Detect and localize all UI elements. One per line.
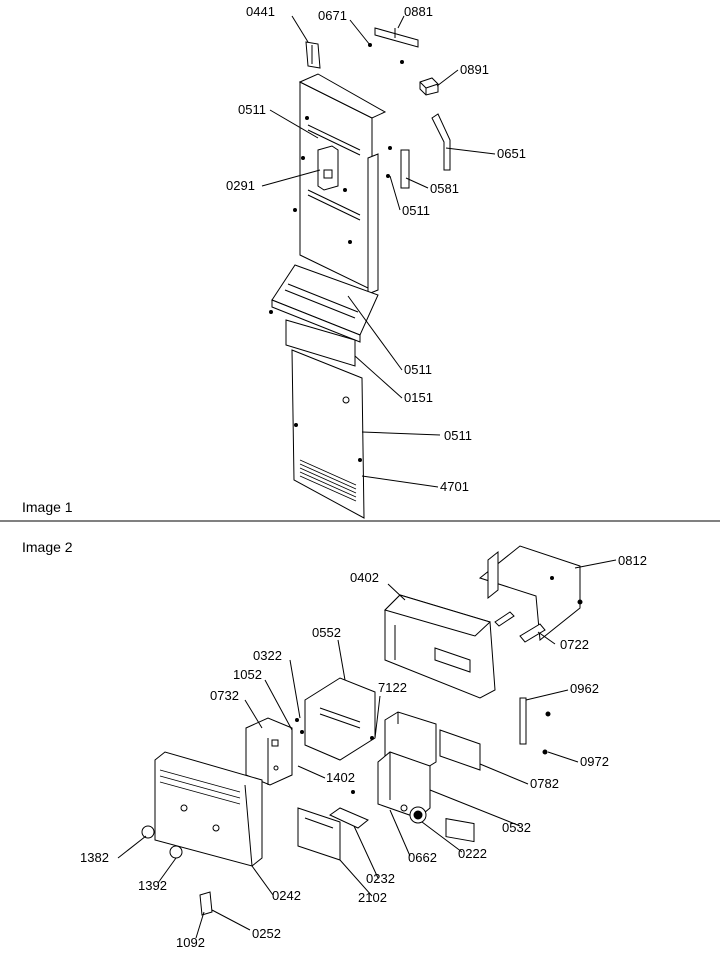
part-label: 0232 [366,871,395,886]
part-label: 0222 [458,846,487,861]
part-label: 0441 [246,4,275,19]
part-label: 0511 [238,102,266,117]
part-label: 0291 [226,178,255,193]
callouts: Image 1 Image 2 0441 0671 0881 0891 0511… [22,4,647,950]
part-label: 0552 [312,625,341,640]
part-label: 2102 [358,890,387,905]
part-label: 0972 [580,754,609,769]
part-label: 0252 [252,926,281,941]
part-label: 0812 [618,553,647,568]
part-label: 0402 [350,570,379,585]
part-label: 1052 [233,667,262,682]
part-label: 0511 [402,203,430,218]
part-label: 1402 [326,770,355,785]
part-label: 0532 [502,820,531,835]
section-1-title: Image 1 [22,499,73,515]
part-label: 4701 [440,479,469,494]
part-label: 0671 [318,8,347,23]
part-label: 1392 [138,878,167,893]
image-1-drawing [261,15,496,519]
part-label: 0322 [253,648,282,663]
part-label: 0881 [404,4,433,19]
part-label: 0511 [404,362,432,377]
part-label: 0651 [497,146,526,161]
part-label: 0732 [210,688,239,703]
part-label: 0722 [560,637,589,652]
part-label: 7122 [378,680,407,695]
part-label: 1092 [176,935,205,950]
part-label: 0151 [404,390,433,405]
part-label: 0581 [430,181,459,196]
part-label: 1382 [80,850,109,865]
part-label: 0782 [530,776,559,791]
part-label: 0962 [570,681,599,696]
part-label: 0242 [272,888,301,903]
part-label: 0511 [444,428,472,443]
section-2-title: Image 2 [22,539,73,555]
part-label: 0891 [460,62,489,77]
image-2-drawing [117,545,617,939]
part-label: 0662 [408,850,437,865]
